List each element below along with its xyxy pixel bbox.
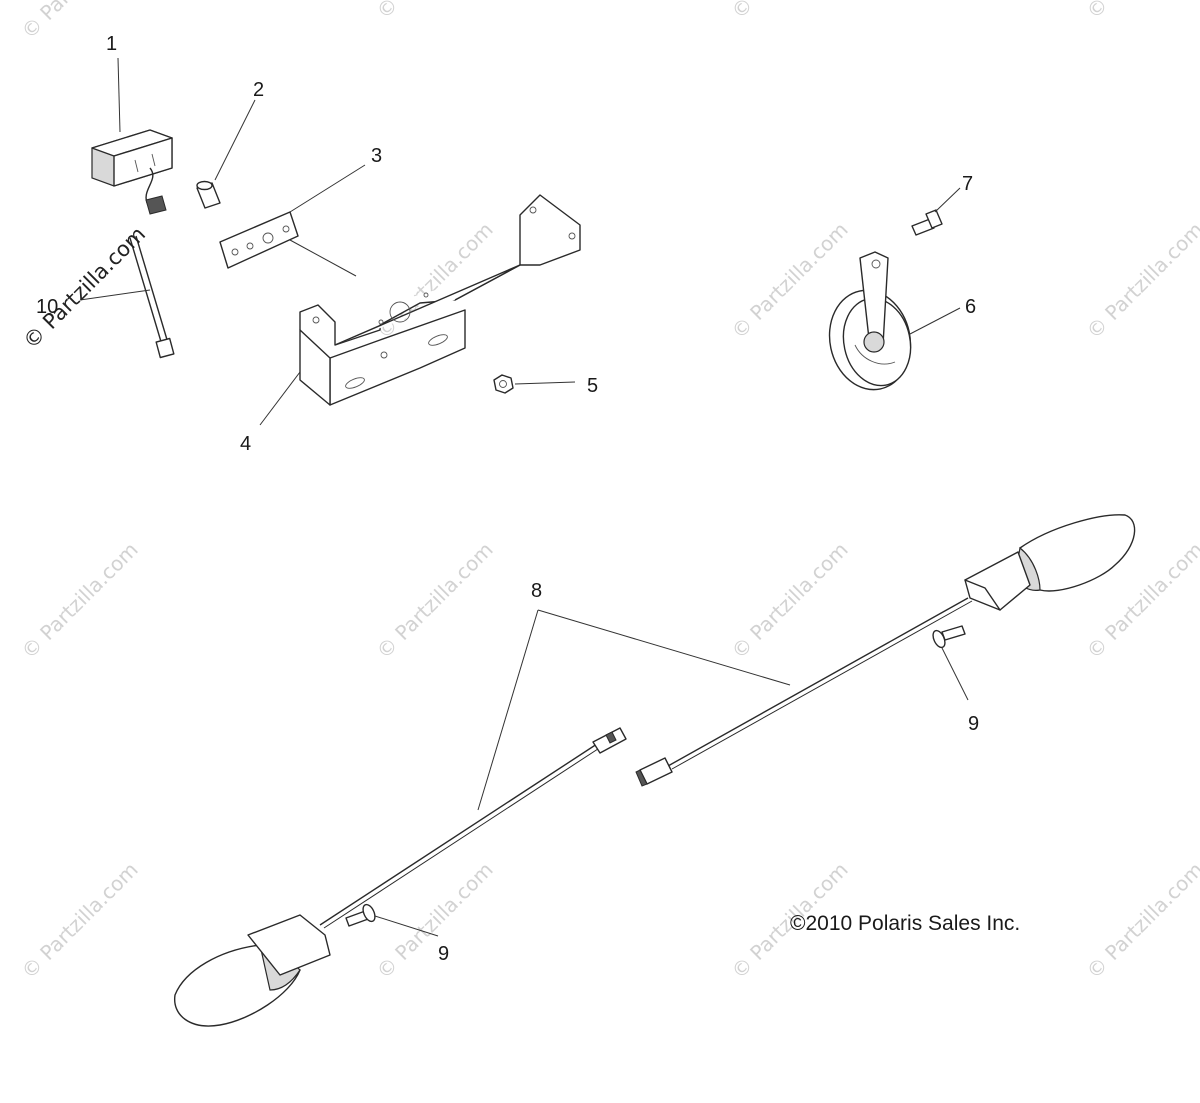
callout-7: 7	[962, 173, 973, 195]
callout-6: 6	[965, 296, 976, 318]
watermark: © Partzilla.com	[727, 0, 853, 24]
callout-2: 2	[253, 79, 264, 101]
callout-1: 1	[106, 33, 117, 55]
callout-3: 3	[371, 145, 382, 167]
part-1-license-light	[91, 129, 173, 215]
part-8-turn-signal-left	[174, 727, 627, 1027]
part-9-screw-lower	[345, 903, 376, 927]
part-9-screw-upper	[932, 625, 966, 649]
callout-labels: 1 2 3 4 5 6 7 8 9 9 10	[36, 33, 979, 965]
callout-4: 4	[240, 433, 251, 455]
copyright-notice: ©2010 Polaris Sales Inc.	[790, 912, 1020, 935]
part-7-bolt	[911, 209, 943, 236]
watermark: © Partzilla.com	[1082, 857, 1200, 983]
callout-9-upper: 9	[968, 713, 979, 735]
watermark: © Partzilla.com	[727, 537, 853, 663]
callout-10: 10	[36, 296, 58, 318]
part-4-bracket	[299, 194, 581, 406]
part-8-turn-signal-right	[635, 514, 1136, 787]
part-2-spacer	[196, 180, 221, 209]
watermark: © Partzilla.com	[17, 0, 143, 44]
watermark: © Partzilla.com	[1082, 217, 1200, 343]
watermark-prominent: © Partzilla.com	[19, 222, 151, 354]
watermark: © Partzilla.com	[17, 857, 143, 983]
leader-lines	[79, 57, 969, 937]
watermark: © Partzilla.com	[17, 537, 143, 663]
watermark: © Partzilla.com	[372, 0, 498, 24]
watermark: © Partzilla.com	[372, 537, 498, 663]
watermark-grid: © Partzilla.com © Partzilla.com © Partzi…	[17, 0, 1200, 984]
callout-5: 5	[587, 375, 598, 397]
watermark: © Partzilla.com	[1082, 0, 1200, 24]
callout-9-lower: 9	[438, 943, 449, 965]
callout-8: 8	[531, 580, 542, 602]
part-6-horn	[828, 251, 912, 391]
part-3-mounting-plate	[219, 211, 299, 269]
part-5-nut	[493, 374, 514, 394]
part-10-cable-tie	[129, 235, 175, 359]
